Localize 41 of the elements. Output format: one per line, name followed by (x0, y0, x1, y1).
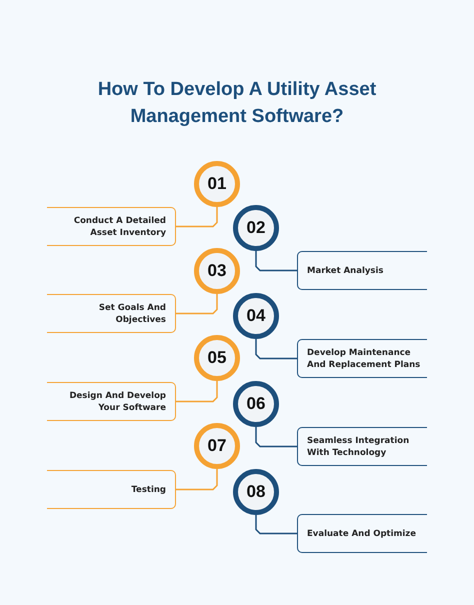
connector-line (176, 207, 218, 228)
step-number-circle (233, 469, 279, 515)
step-text: Evaluate And Optimize (307, 528, 416, 540)
connector-line (176, 294, 218, 314)
step-number-circle (194, 423, 240, 469)
step-number-circle (194, 335, 240, 381)
step-box (47, 294, 176, 333)
step-box (297, 427, 427, 466)
step-number: 04 (246, 306, 266, 326)
step-box (297, 514, 427, 553)
step-box (297, 339, 427, 378)
step-number: 07 (208, 436, 226, 456)
step-text: Seamless Integration With Technology (307, 434, 410, 458)
step-number-circle (233, 205, 279, 251)
connector-line (255, 251, 297, 272)
connector-line (255, 515, 297, 534)
step-number: 01 (208, 174, 226, 194)
title: How To Develop A Utility Asset Management Software? (96, 78, 378, 129)
connector-line (255, 339, 297, 360)
step-number: 03 (208, 261, 226, 281)
step-text: Market Analysis (307, 264, 384, 276)
connector-line (255, 427, 297, 448)
step-number: 02 (246, 218, 266, 238)
step-number: 06 (246, 394, 266, 414)
step-number-circle (194, 161, 240, 207)
step-box (47, 207, 176, 246)
step-number: 05 (208, 348, 226, 368)
connector-line (176, 469, 218, 490)
step-text: Design And Develop Your Software (68, 390, 166, 414)
step-text: Develop Maintenance And Replacement Plans (307, 346, 422, 370)
step-box (47, 470, 176, 509)
step-number: 08 (246, 482, 266, 502)
step-box (47, 382, 176, 421)
step-box (297, 251, 427, 290)
step-text: Testing (131, 484, 166, 496)
step-text: Set Goals And Objectives (98, 302, 166, 326)
step-text: Conduct A Detailed Asset Inventory (72, 214, 166, 238)
step-number-circle (233, 381, 279, 427)
step-number-circle (194, 248, 240, 294)
connector-line (176, 381, 218, 402)
step-number-circle (233, 293, 279, 339)
